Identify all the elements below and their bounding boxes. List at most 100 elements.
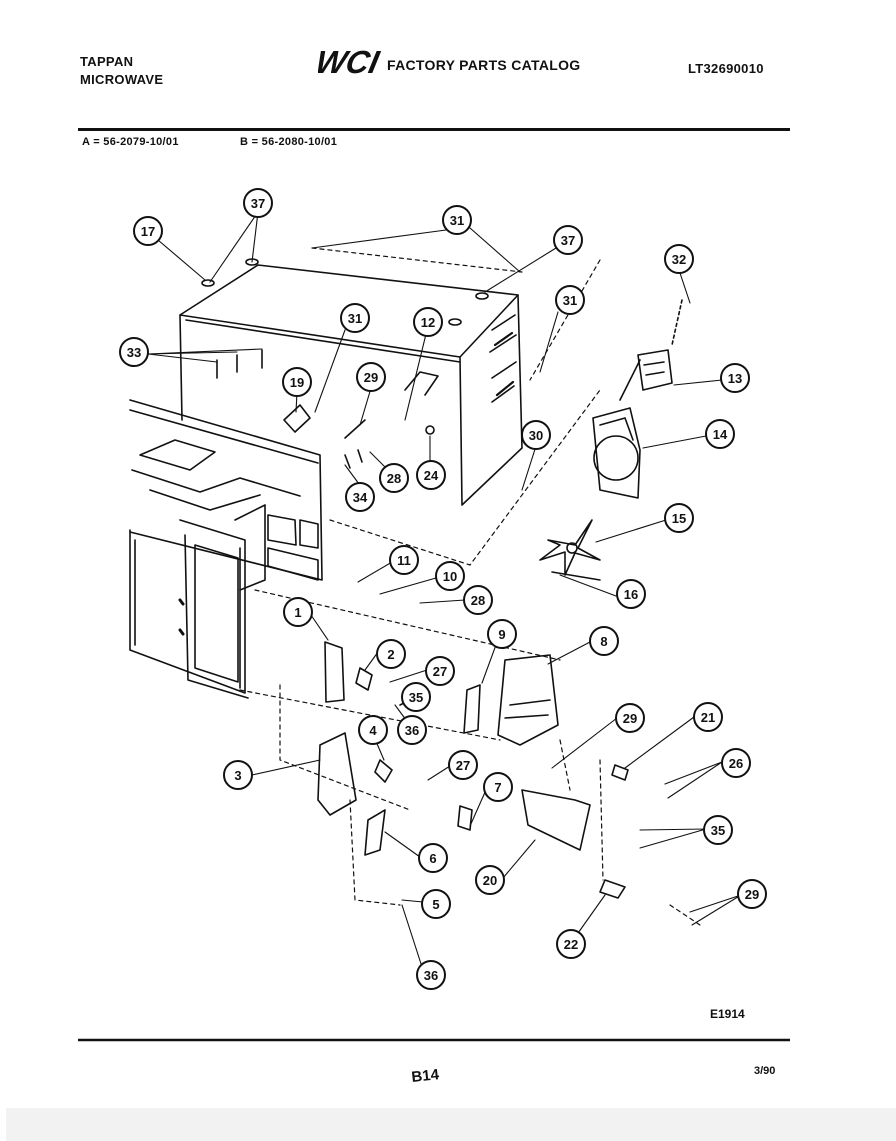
callout-number: 30	[529, 428, 543, 443]
callout-number: 12	[421, 315, 435, 330]
callout-5: 5	[421, 889, 451, 919]
callout-32: 32	[664, 244, 694, 274]
callout-1: 1	[283, 597, 313, 627]
model-key-a: A = 56-2079-10/01	[82, 136, 179, 148]
callout-circle	[243, 188, 273, 218]
callout-9: 9	[487, 619, 517, 649]
callout-number: 15	[672, 511, 686, 526]
callout-circle	[435, 561, 465, 591]
components-drawing	[317, 641, 629, 899]
callout-number: 32	[672, 252, 686, 267]
callout-15: 15	[664, 503, 694, 533]
callout-22: 22	[556, 929, 586, 959]
wci-logo: WCI	[312, 44, 383, 80]
callout-circle	[418, 843, 448, 873]
callout-number: 14	[713, 427, 728, 442]
callout-number: 37	[561, 233, 575, 248]
callout-circle	[720, 363, 750, 393]
callout-20: 20	[475, 865, 505, 895]
callout-2: 2	[376, 639, 406, 669]
callout-number: 4	[369, 723, 377, 738]
callout-circle	[705, 419, 735, 449]
callout-circle	[448, 750, 478, 780]
callout-37: 37	[553, 225, 583, 255]
callout-number: 36	[405, 723, 419, 738]
callout-circle	[282, 367, 312, 397]
callout-number: 28	[471, 593, 485, 608]
callout-number: 11	[397, 553, 411, 568]
callout-number: 29	[623, 711, 637, 726]
callout-number: 19	[290, 375, 304, 390]
callout-34: 34	[345, 482, 375, 512]
callout-number: 5	[432, 897, 439, 912]
callout-17: 17	[133, 216, 163, 246]
callout-number: 35	[711, 823, 725, 838]
callout-circle	[463, 585, 493, 615]
callout-number: 6	[429, 851, 436, 866]
callout-number: 31	[450, 213, 464, 228]
callout-19: 19	[282, 367, 312, 397]
callout-circle	[487, 619, 517, 649]
callout-circle	[421, 889, 451, 919]
brand-line-2: MICROWAVE	[80, 72, 164, 87]
callout-circle	[521, 420, 551, 450]
callout-31: 31	[442, 205, 472, 235]
callout-circle	[416, 460, 446, 490]
callout-number: 35	[409, 690, 423, 705]
callout-circle	[664, 244, 694, 274]
callout-circle	[425, 656, 455, 686]
callout-24: 24	[416, 460, 446, 490]
callout-8: 8	[589, 626, 619, 656]
callout-29: 29	[737, 879, 767, 909]
callout-circle	[483, 772, 513, 802]
callout-number: 31	[348, 311, 362, 326]
outer-case-drawing	[179, 264, 523, 506]
callout-number: 37	[251, 196, 265, 211]
callout-circle	[376, 639, 406, 669]
callout-13: 13	[720, 363, 750, 393]
callout-number: 36	[424, 968, 438, 983]
callout-21: 21	[693, 702, 723, 732]
callout-35: 35	[401, 682, 431, 712]
callout-number: 31	[563, 293, 577, 308]
scan-left-edge	[0, 0, 6, 1141]
callout-number: 33	[127, 345, 141, 360]
callout-11: 11	[389, 545, 419, 575]
callout-37: 37	[243, 188, 273, 218]
callout-6: 6	[418, 843, 448, 873]
svg-text:WCI: WCI	[318, 44, 382, 78]
callout-circle	[379, 463, 409, 493]
callout-28: 28	[379, 463, 409, 493]
callout-circle	[442, 205, 472, 235]
callout-number: 16	[624, 587, 638, 602]
callout-circle	[119, 337, 149, 367]
catalog-date: 3/90	[754, 1065, 775, 1077]
callout-number: 24	[424, 468, 439, 483]
callout-number: 26	[729, 756, 743, 771]
callout-circle	[616, 579, 646, 609]
hardware-drawing	[201, 258, 489, 469]
scan-bottom-margin	[0, 1108, 896, 1141]
callout-circle	[553, 225, 583, 255]
callout-circle	[555, 285, 585, 315]
callout-circle	[693, 702, 723, 732]
callout-circle	[703, 815, 733, 845]
callout-circle	[340, 303, 370, 333]
callout-number: 9	[498, 627, 505, 642]
callout-circle	[223, 760, 253, 790]
callout-circle	[133, 216, 163, 246]
callout-31: 31	[340, 303, 370, 333]
callout-36: 36	[397, 715, 427, 745]
brand-line-1: TAPPAN	[80, 54, 134, 69]
callout-number: 8	[600, 634, 607, 649]
callout-circle	[397, 715, 427, 745]
callout-circle	[664, 503, 694, 533]
callout-10: 10	[435, 561, 465, 591]
callout-circle	[401, 682, 431, 712]
callout-circle	[358, 715, 388, 745]
callout-28: 28	[463, 585, 493, 615]
callout-29: 29	[356, 362, 386, 392]
callout-30: 30	[521, 420, 551, 450]
callout-circle	[615, 703, 645, 733]
